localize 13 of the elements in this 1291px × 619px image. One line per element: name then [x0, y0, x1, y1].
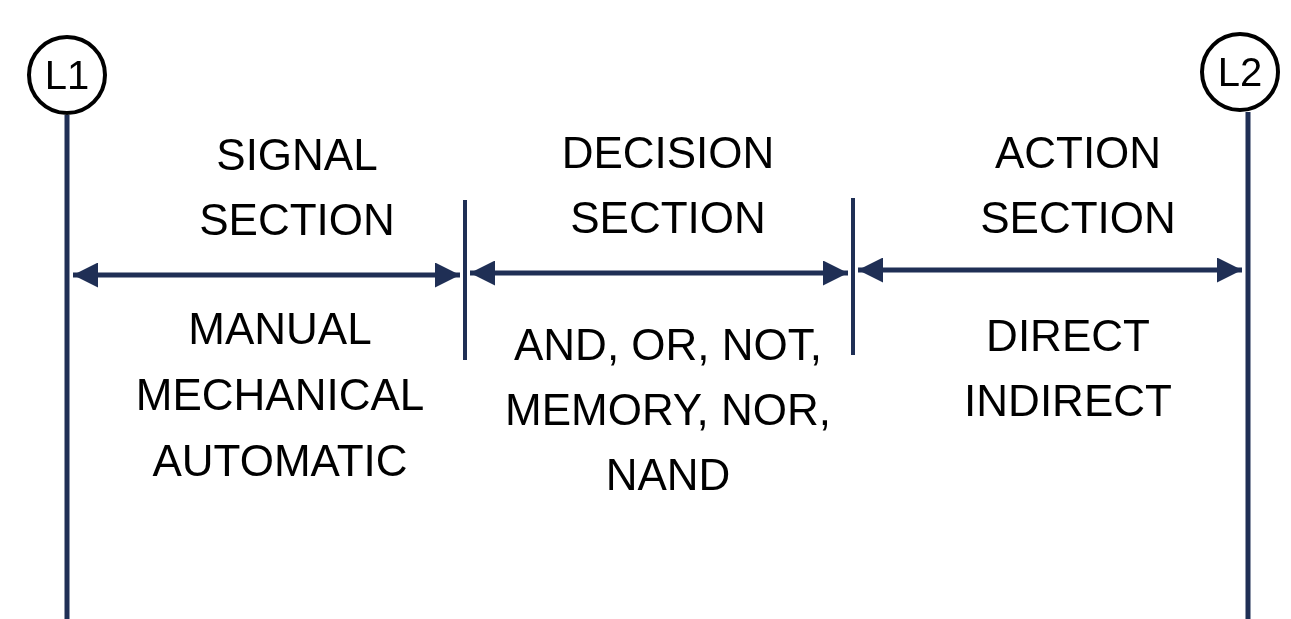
- rail-terminal-circle: L2: [1200, 32, 1280, 112]
- section-heading: SIGNAL SECTION: [198, 129, 396, 246]
- section-item: AUTOMATIC: [151, 435, 409, 487]
- section-item: MECHANICAL: [134, 369, 426, 421]
- section-item: MANUAL: [187, 303, 373, 355]
- power-rail: [1245, 112, 1251, 619]
- rail-terminal-circle: L1: [27, 35, 107, 115]
- section-item: DIRECT: [985, 310, 1151, 362]
- power-rail: [64, 115, 70, 619]
- section-item: AND, OR, NOT, MEMORY, NOR, NAND: [504, 319, 832, 501]
- section-heading: ACTION SECTION: [979, 127, 1177, 244]
- section-heading: DECISION SECTION: [560, 127, 776, 244]
- section-item: INDIRECT: [963, 375, 1173, 427]
